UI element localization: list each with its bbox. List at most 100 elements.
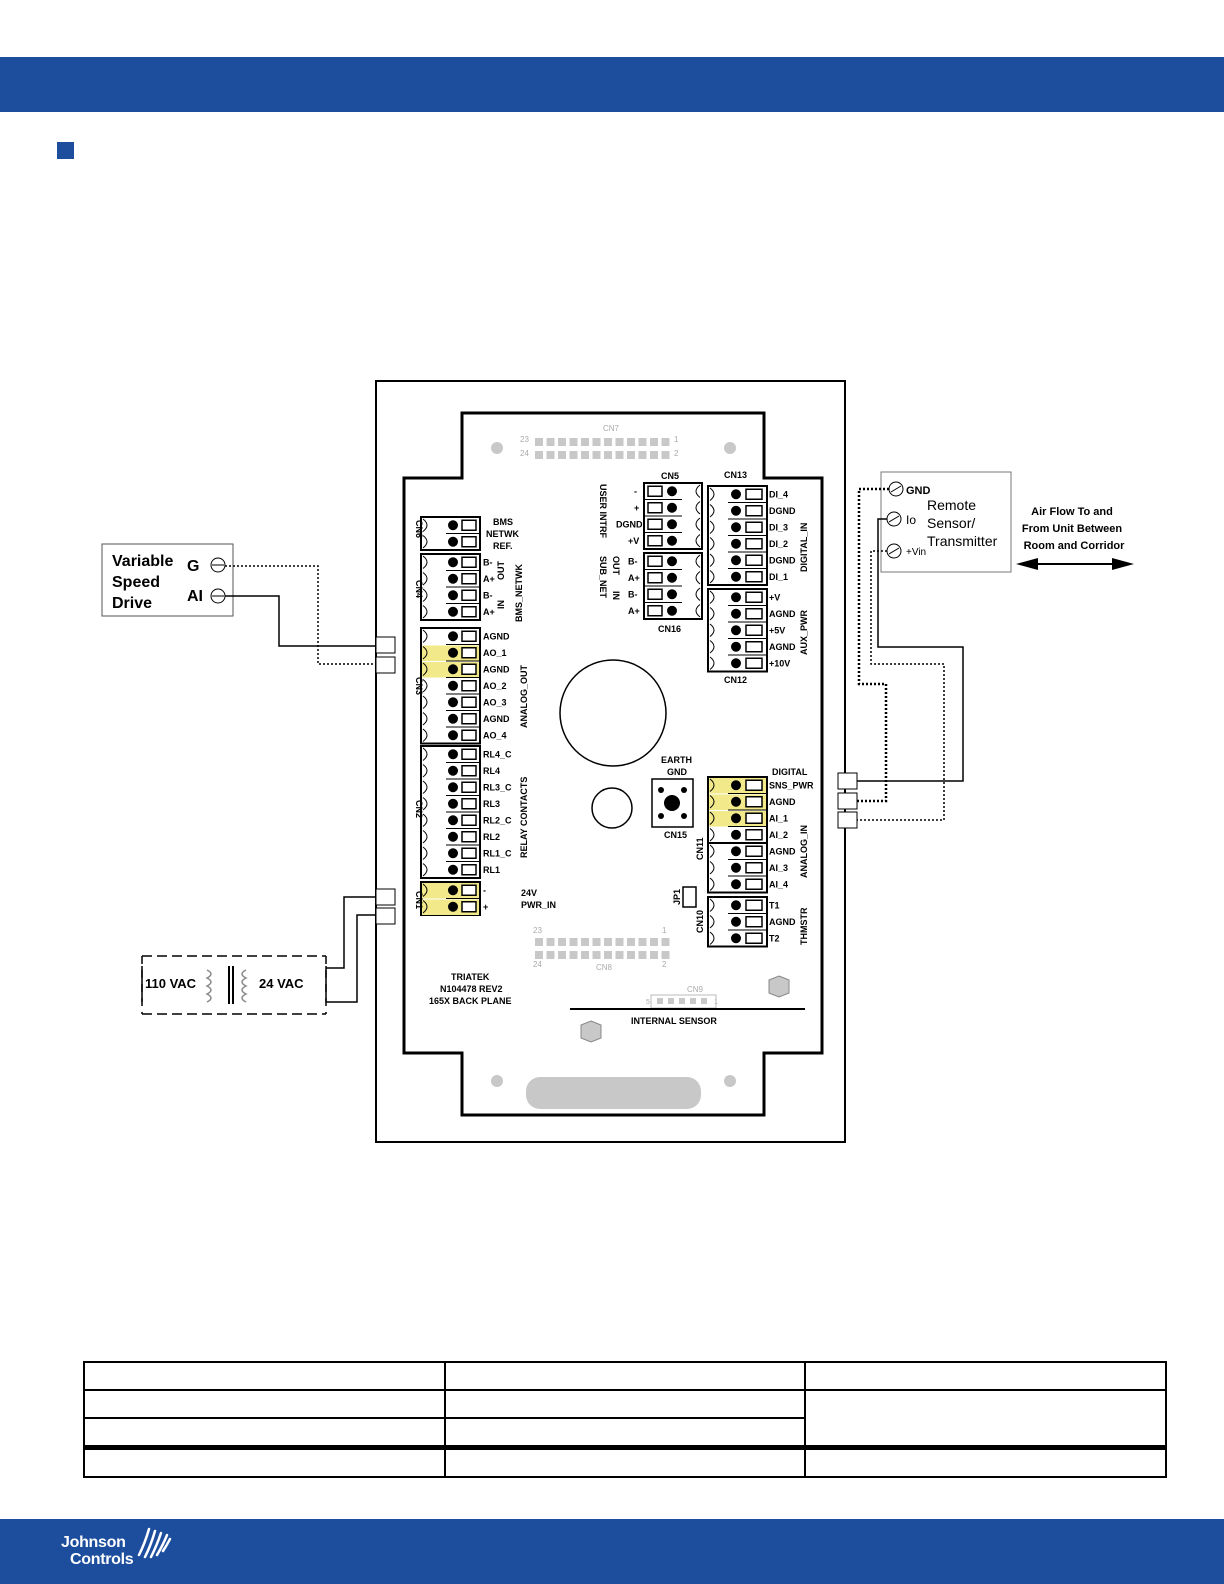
header-pin	[604, 451, 612, 459]
header-pin	[661, 938, 670, 946]
left-terminal-blocks: B-A+B-A+AGNDAO_1AGNDAO_2AO_3AGNDAO_4RL4_…	[414, 516, 512, 916]
pin-label: AGND	[769, 642, 796, 652]
vsd-label: Drive	[112, 595, 152, 612]
pin-label: T1	[769, 900, 780, 910]
header-pin	[558, 938, 566, 946]
in-label: IN	[496, 600, 506, 609]
cn16-block	[643, 552, 703, 620]
mount-hole	[724, 1075, 736, 1087]
vsd-terminal-g: G	[187, 558, 199, 575]
airflow-label: From Unit Between	[1022, 523, 1123, 535]
in-label: IN	[611, 591, 621, 600]
cn11-block-bottom	[707, 842, 768, 894]
pin-label: DI_3	[769, 522, 788, 532]
johnson-controls-logo-icon	[137, 1527, 172, 1559]
sensor-title: Remote	[927, 497, 976, 513]
cn8-label: CN8	[596, 963, 613, 972]
gnd-label: GND	[667, 767, 688, 777]
cn5-block	[643, 482, 703, 550]
cn4-label: CN4	[414, 580, 424, 598]
pin-label: B-	[628, 556, 638, 566]
header-pin	[627, 951, 635, 959]
header-pin	[627, 938, 635, 946]
header-pin	[592, 938, 601, 946]
table-cell	[443, 1417, 807, 1449]
pin-label: A+	[483, 607, 495, 617]
table-cell	[443, 1445, 807, 1478]
cn2-block	[420, 745, 481, 879]
table-cell	[804, 1361, 1167, 1391]
cn10-label: CN10	[695, 910, 705, 933]
cn9-header: CN9 5 1 INTERNAL SENSOR	[570, 985, 805, 1026]
header-pin	[592, 438, 601, 446]
table-cell	[83, 1445, 446, 1478]
sensor-title: Transmitter	[927, 533, 998, 549]
pin-label: RL2_C	[483, 815, 512, 825]
header-pin	[650, 951, 658, 959]
pin-label: RL1_C	[483, 848, 512, 858]
cn1-label: CN1	[414, 891, 424, 909]
pin-label: RL3	[483, 799, 500, 809]
pin-label: +V	[628, 536, 639, 546]
header-pin	[558, 451, 566, 459]
out-label: OUT	[496, 561, 506, 581]
pin-label: AI_3	[769, 863, 788, 873]
header-pin	[638, 938, 647, 946]
table-cell	[804, 1445, 1167, 1478]
standoff	[580, 1020, 602, 1043]
pin-label: +V	[769, 592, 780, 602]
section-bullet	[57, 142, 74, 159]
cn8-header: 23 24 1 2 CN8	[533, 926, 670, 972]
pin-num: 24	[533, 960, 542, 969]
footer-bar	[0, 1519, 1224, 1584]
sub-net-label: SUB_NET	[598, 556, 608, 599]
ref-label: REF.	[493, 541, 513, 551]
header-pin	[546, 938, 555, 946]
cn13-block	[707, 485, 768, 586]
airflow-note: Air Flow To and From Unit Between Room a…	[1016, 506, 1134, 570]
header-pin	[650, 451, 658, 459]
backplane-label: 165X BACK PLANE	[429, 996, 512, 1006]
variable-speed-drive: Variable Speed Drive G AI	[101, 543, 234, 617]
cn3-label: CN3	[414, 677, 424, 695]
pin-label: AI_1	[769, 813, 788, 823]
sensor-vin-label: +Vin	[906, 547, 926, 558]
cn1-block	[420, 881, 481, 916]
header-pin	[604, 938, 612, 946]
pin-num: 24	[520, 449, 529, 458]
thmstr-label: THMSTR	[799, 907, 809, 945]
pin-label: AO_2	[483, 681, 507, 691]
pin-label: AI_4	[769, 879, 788, 889]
pin-label: AGND	[483, 664, 510, 674]
header-pin	[690, 998, 696, 1004]
logo-line: Controls	[70, 1551, 134, 1568]
pin-label: AO_4	[483, 730, 507, 740]
header-pin	[569, 438, 578, 446]
cn16-label: CN16	[658, 624, 681, 634]
header-pin	[615, 938, 624, 946]
bms-netwk-label: BMS_NETWK	[514, 564, 524, 622]
enclosure	[375, 380, 846, 1143]
header-pin	[650, 438, 658, 446]
pin-label: DI_1	[769, 572, 788, 582]
pin-label: AGND	[769, 846, 796, 856]
header-pin	[627, 451, 635, 459]
cn13-label: CN13	[724, 470, 747, 480]
header-pin	[592, 451, 601, 459]
header-pin	[535, 951, 543, 959]
user-intrf-label: USER INTRF	[598, 484, 608, 539]
header-pin	[661, 451, 670, 459]
airflow-label: Room and Corridor	[1024, 540, 1126, 552]
pin-label: RL4_C	[483, 749, 512, 759]
table-row	[83, 1361, 1167, 1391]
pin-num: 1	[674, 435, 679, 444]
jp1-label: JP1	[672, 889, 682, 905]
pin-label: DGND	[769, 506, 796, 516]
pin-label: RL2	[483, 832, 500, 842]
sensor-gnd-label: GND	[906, 485, 931, 497]
table-cell	[804, 1389, 1167, 1449]
secondary-voltage: 24 VAC	[259, 976, 304, 991]
cn11-block-top	[707, 776, 768, 844]
mount-hole	[491, 1075, 503, 1087]
